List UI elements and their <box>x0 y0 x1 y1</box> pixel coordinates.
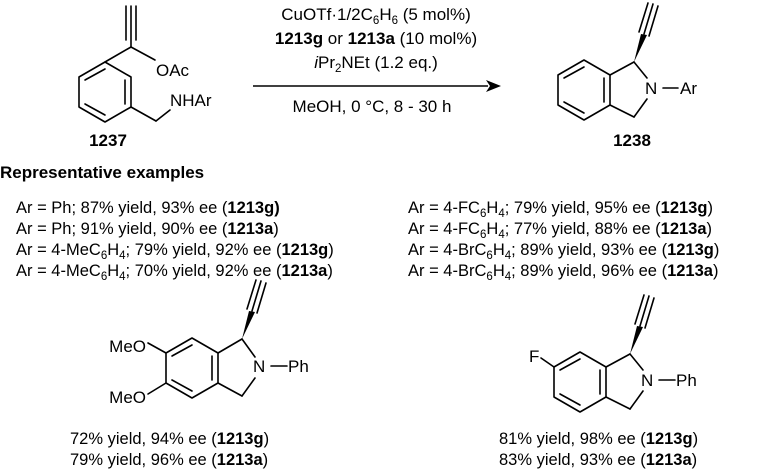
product-n-label: N <box>645 79 657 98</box>
product-ar-label: Ar <box>680 79 697 98</box>
dimethoxy-result-2: 79% yield, 96% ee (1213a) <box>70 451 268 469</box>
fluoro-result-1: 81% yield, 98% ee (1213g) <box>499 430 698 448</box>
dimethoxy-result-1: 72% yield, 94% ee (1213g) <box>70 430 269 448</box>
reaction-arrow <box>253 80 501 92</box>
dimethoxy-n-label: N <box>253 357 265 376</box>
reagent-line-3: iPr2NEt (1.2 eq.) <box>314 53 438 75</box>
examples-heading: Representative examples <box>0 163 204 182</box>
example-row-right-4: Ar = 4-BrC6H4; 89% yield, 96% ee (1213a) <box>408 262 718 283</box>
product-structure <box>557 2 679 121</box>
example-row-left-1: Ar = Ph; 87% yield, 93% ee (1213g) <box>16 199 280 217</box>
dimethoxy-meo-bottom-label: MeO <box>109 388 146 407</box>
dimethoxy-structure <box>147 279 288 399</box>
fluoro-f-label: F <box>529 347 539 366</box>
example-row-left-2: Ar = Ph; 91% yield, 90% ee (1213a) <box>16 220 279 238</box>
fluoro-n-label: N <box>641 371 653 390</box>
dimethoxy-ph-label: Ph <box>288 357 309 376</box>
fluoro-result-2: 83% yield, 93% ee (1213a) <box>499 451 697 469</box>
product-label: 1238 <box>613 131 651 150</box>
example-row-left-4: Ar = 4-MeC6H4; 70% yield, 92% ee (1213a) <box>16 262 333 283</box>
substrate-structure <box>78 5 171 123</box>
substrate-nhar-label: NHAr <box>170 91 212 110</box>
dimethoxy-meo-top-label: MeO <box>109 337 146 356</box>
fluoro-ph-label: Ph <box>676 371 697 390</box>
reaction-conditions: MeOH, 0 °C, 8 - 30 h <box>293 97 452 116</box>
substrate-label: 1237 <box>89 131 127 150</box>
example-row-right-1: Ar = 4-FC6H4; 79% yield, 95% ee (1213g) <box>408 199 713 220</box>
substrate-oac-label: OAc <box>156 61 190 80</box>
example-row-right-2: Ar = 4-FC6H4; 77% yield, 88% ee (1213a) <box>408 220 712 241</box>
reagent-line-1: CuOTf·1/2C6H6 (5 mol%) <box>281 5 470 27</box>
reagent-line-2: 1213g or 1213a (10 mol%) <box>275 29 477 48</box>
example-row-left-3: Ar = 4-MeC6H4; 79% yield, 92% ee (1213g) <box>16 241 334 262</box>
example-row-right-3: Ar = 4-BrC6H4; 89% yield, 93% ee (1213g) <box>408 241 719 262</box>
fluoro-structure <box>540 294 676 413</box>
